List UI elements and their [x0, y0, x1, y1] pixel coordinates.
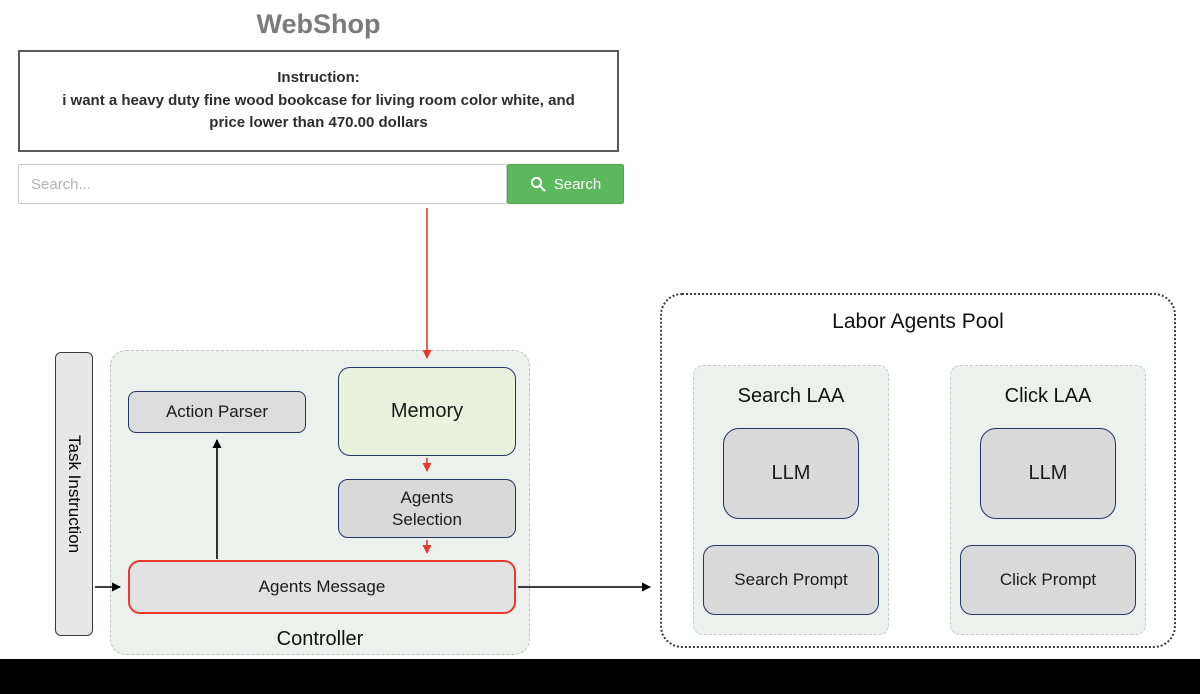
- search-prompt-box: Search Prompt: [703, 545, 879, 615]
- search-input[interactable]: [18, 164, 507, 204]
- bottom-black-bar: [0, 659, 1200, 694]
- action-parser-box: Action Parser: [128, 391, 306, 433]
- instruction-box: Instruction: i want a heavy duty fine wo…: [18, 50, 619, 152]
- controller-label: Controller: [276, 627, 364, 650]
- agents-message-box: Agents Message: [128, 560, 516, 614]
- search-button-label: Search: [553, 175, 602, 193]
- search-button[interactable]: Search: [507, 164, 624, 204]
- click-laa-llm-box: LLM: [980, 428, 1116, 519]
- click-prompt-box: Click Prompt: [960, 545, 1136, 615]
- task-instruction-box: Task Instruction: [55, 352, 93, 636]
- webshop-title: WebShop: [256, 8, 381, 39]
- instruction-text: i want a heavy duty fine wood bookcase f…: [62, 91, 575, 132]
- search-icon: [530, 176, 546, 192]
- search-laa-title: Search LAA: [737, 384, 845, 407]
- search-laa-llm-box: LLM: [723, 428, 859, 519]
- agents-selection-box: Agents Selection: [338, 479, 516, 538]
- click-laa-title: Click LAA: [1004, 384, 1092, 407]
- labor-agents-pool-title: Labor Agents Pool: [832, 310, 1004, 333]
- instruction-label: Instruction:: [277, 69, 360, 87]
- memory-box: Memory: [338, 367, 516, 456]
